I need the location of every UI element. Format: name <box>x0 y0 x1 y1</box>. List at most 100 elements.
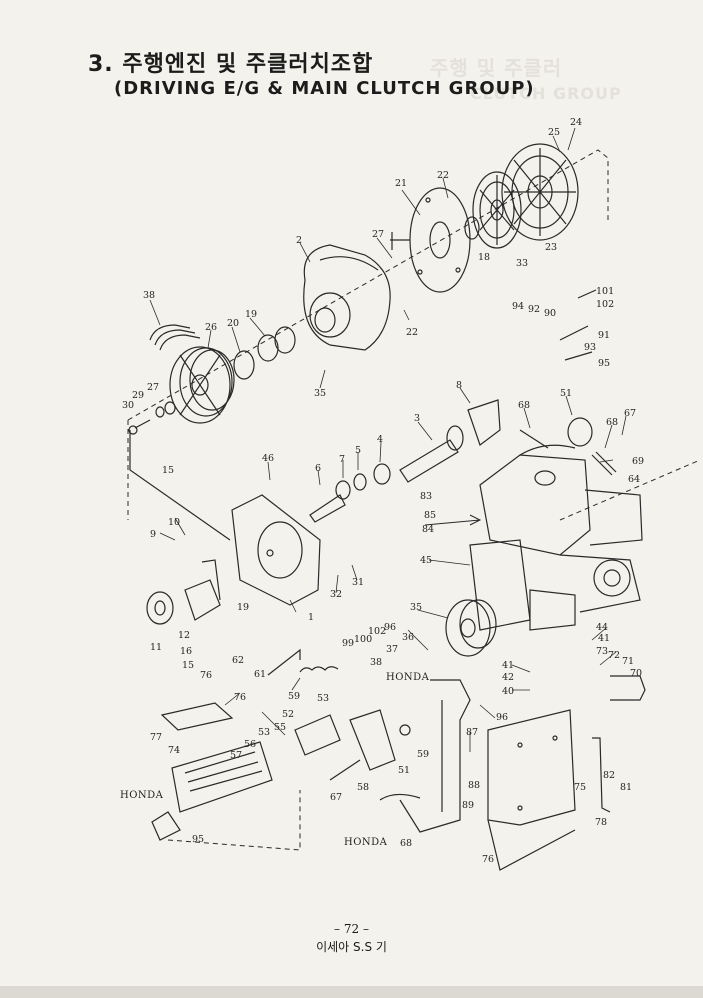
part-label: 58 <box>357 782 369 793</box>
part-label: 27 <box>147 382 159 393</box>
part-label: 15 <box>162 465 174 476</box>
part-label: 51 <box>398 765 410 776</box>
part-label: 64 <box>628 474 640 485</box>
pin-66 <box>519 429 549 449</box>
part-label: 76 <box>482 854 494 865</box>
part-label: 62 <box>232 655 244 666</box>
part-label: 72 <box>608 650 620 661</box>
part-label: 73 <box>596 646 608 657</box>
part-number-labels: 24 25 22 21 23 18 33 27 2 22 38 26 20 19… <box>120 117 644 865</box>
fork-12 <box>184 579 221 621</box>
part-label: 18 <box>478 252 490 263</box>
part-label: 7 <box>339 454 345 465</box>
part-label: 59 <box>288 691 300 702</box>
part-label: 67 <box>624 408 636 419</box>
exhaust-pipe-68 <box>379 679 471 833</box>
gasket-95 <box>151 811 181 841</box>
honda-label: HONDA <box>344 837 388 848</box>
part-label: 22 <box>437 170 449 181</box>
part-label: 92 <box>528 304 540 315</box>
part-label: 4 <box>377 434 383 445</box>
part-label: 12 <box>178 630 190 641</box>
arm-51 <box>349 709 396 771</box>
shaft-3 <box>399 425 464 483</box>
part-label: 3 <box>414 413 420 424</box>
part-label: 42 <box>502 672 514 683</box>
leader-lines <box>149 127 627 752</box>
lever-14 <box>129 430 231 541</box>
part-label: 51 <box>560 388 572 399</box>
part-label: 8 <box>456 380 462 391</box>
part-label: 69 <box>632 456 644 467</box>
page-number: – 72 – <box>334 922 369 936</box>
part-label: 40 <box>502 686 514 697</box>
part-label: 68 <box>518 400 530 411</box>
page-subtitle: (DRIVING E/G & MAIN CLUTCH GROUP) <box>114 78 535 99</box>
part-label: 99 <box>342 638 354 649</box>
part-label: 75 <box>574 782 586 793</box>
part-label: 23 <box>545 242 557 253</box>
engine-housing-1 <box>231 494 321 606</box>
part-label: 95 <box>598 358 610 369</box>
part-label: 31 <box>352 577 364 588</box>
part-label: 76 <box>200 670 212 681</box>
part-label: 22 <box>406 327 418 338</box>
part-label: 85 <box>424 510 436 521</box>
part-label: 19 <box>237 602 249 613</box>
page-title: 3. 주행엔진 및 주클러치조합 <box>88 52 374 77</box>
part-label: 101 <box>596 286 614 297</box>
part-label: 89 <box>462 800 474 811</box>
part-label: 67 <box>330 792 342 803</box>
bracket-8 <box>467 399 501 446</box>
part-label: 21 <box>395 178 407 189</box>
part-label: 56 <box>244 739 256 750</box>
engine-44 <box>469 444 643 631</box>
part-label: 76 <box>234 692 246 703</box>
part-label: 96 <box>496 712 508 723</box>
part-label: 36 <box>402 632 414 643</box>
part-label: 96 <box>384 622 396 633</box>
pulley-35 <box>445 599 497 657</box>
clutch-cover-23 <box>501 143 579 241</box>
part-label: 55 <box>274 722 286 733</box>
part-label: 71 <box>622 656 634 667</box>
spring-59 <box>299 666 339 673</box>
part-label: 59 <box>417 749 429 760</box>
collar-45 <box>567 417 593 447</box>
part-label: 9 <box>150 529 156 540</box>
part-label: 1 <box>308 612 314 623</box>
footer-model: 이세아 S.S 기 <box>316 940 387 954</box>
part-label: 70 <box>630 668 642 679</box>
part-label: 15 <box>182 660 194 671</box>
part-label: 25 <box>548 127 560 138</box>
spring-13 <box>201 559 221 601</box>
part-label: 53 <box>317 693 329 704</box>
part-label: 41 <box>502 660 514 671</box>
part-label: 61 <box>254 669 266 680</box>
part-label: 52 <box>282 709 294 720</box>
part-label: 88 <box>468 780 480 791</box>
bracket-74 <box>487 709 576 871</box>
part-label: 68 <box>606 417 618 428</box>
part-label: 24 <box>570 117 582 128</box>
part-label: 74 <box>168 745 180 756</box>
part-label: 20 <box>227 318 239 329</box>
belt-cover-73 <box>171 741 273 813</box>
snap-ring-20 <box>233 350 255 380</box>
part-label: 94 <box>512 301 524 312</box>
part-label: 30 <box>122 400 134 411</box>
part-label: 45 <box>420 555 432 566</box>
clutch-disc-34 <box>472 171 522 249</box>
part-label: 90 <box>544 308 556 319</box>
bleed-through-title: 주행 및 주클러 <box>430 56 563 80</box>
part-label: 102 <box>596 299 614 310</box>
part-label: 68 <box>400 838 412 849</box>
part-label: 10 <box>168 517 180 528</box>
honda-label: HONDA <box>386 672 430 683</box>
part-label: 53 <box>258 727 270 738</box>
bearing-19b <box>274 326 296 354</box>
bearing-11 <box>146 591 174 625</box>
pulley-26 <box>169 346 235 424</box>
rod-60 <box>267 648 301 676</box>
